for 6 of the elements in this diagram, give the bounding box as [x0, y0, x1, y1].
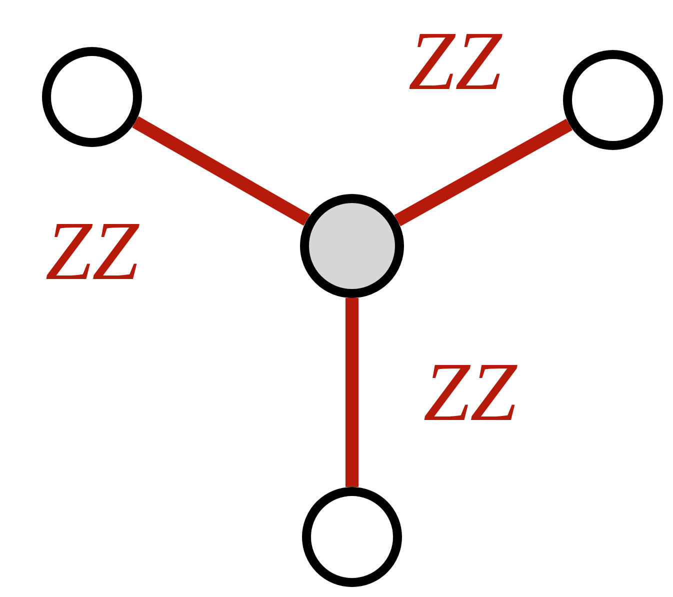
edge-label: ZZ	[423, 351, 517, 435]
edge-label: ZZ	[408, 20, 502, 104]
edge-label: ZZ	[45, 210, 139, 294]
connector-line	[346, 298, 358, 487]
connector-line	[132, 116, 310, 226]
connector-line	[394, 118, 573, 226]
